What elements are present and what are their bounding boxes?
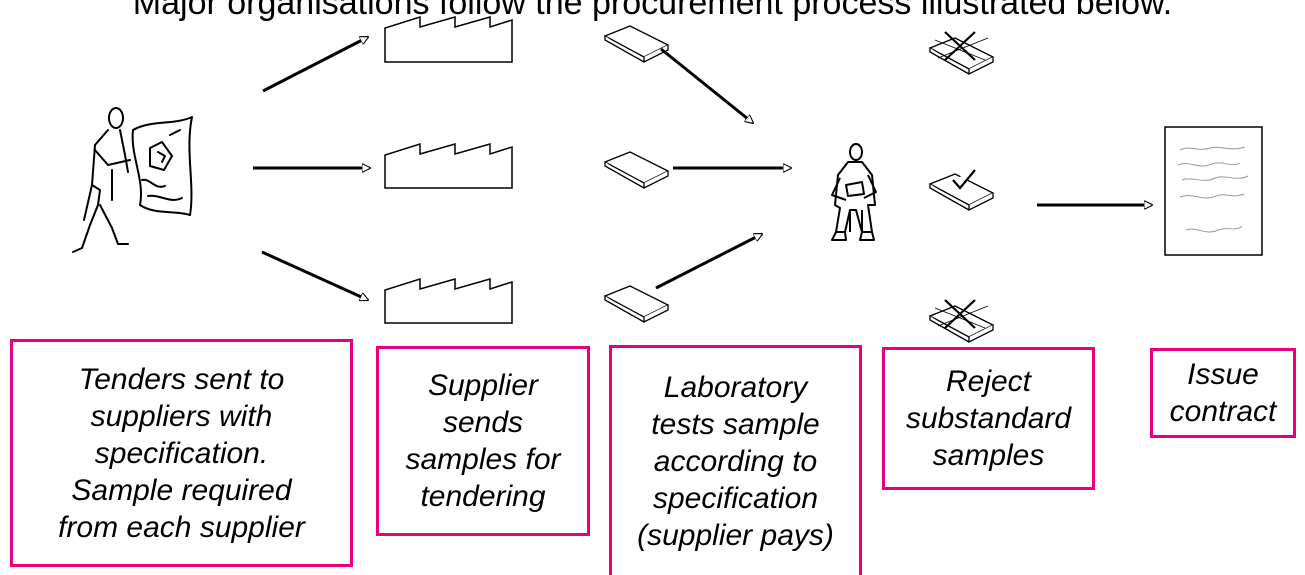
step-caption-text: Supplier sends samples for tendering	[405, 369, 561, 513]
arrow	[262, 35, 368, 93]
step-caption-text: Issue contract	[1169, 358, 1277, 428]
factory-icon	[384, 142, 513, 189]
header-text: Major organisations follow the procureme…	[132, 0, 1173, 22]
sample-packet-icon	[603, 285, 670, 324]
arrow	[261, 250, 368, 302]
step-caption-text: Laboratory tests sample according to spe…	[637, 371, 834, 552]
step-caption-text: Reject substandard samples	[905, 365, 1072, 472]
step-caption-supplier: Supplier sends samples for tendering	[376, 346, 590, 536]
factory-icon	[384, 277, 513, 324]
buyer-figure-icon	[72, 107, 193, 253]
arrows	[253, 35, 1152, 302]
rejected-sample-icon	[928, 299, 995, 344]
arrow	[655, 232, 762, 290]
step-caption-tenders: Tenders sent to suppliers with specifica…	[10, 339, 353, 567]
step-caption-reject: Reject substandard samples	[882, 347, 1095, 490]
lab-technician-icon	[831, 143, 877, 241]
rejected-sample-icon	[928, 31, 995, 76]
contract-document-icon	[1164, 126, 1263, 256]
sample-packet-icon	[603, 151, 670, 190]
step-caption-contract: Issue contract	[1150, 348, 1296, 438]
arrow	[660, 47, 753, 123]
factory-icon	[384, 15, 513, 63]
step-caption-laboratory: Laboratory tests sample according to spe…	[609, 345, 862, 575]
accepted-sample-icon	[928, 169, 995, 212]
step-caption-text: Tenders sent to suppliers with specifica…	[58, 362, 305, 544]
sample-packet-icon	[603, 25, 670, 64]
